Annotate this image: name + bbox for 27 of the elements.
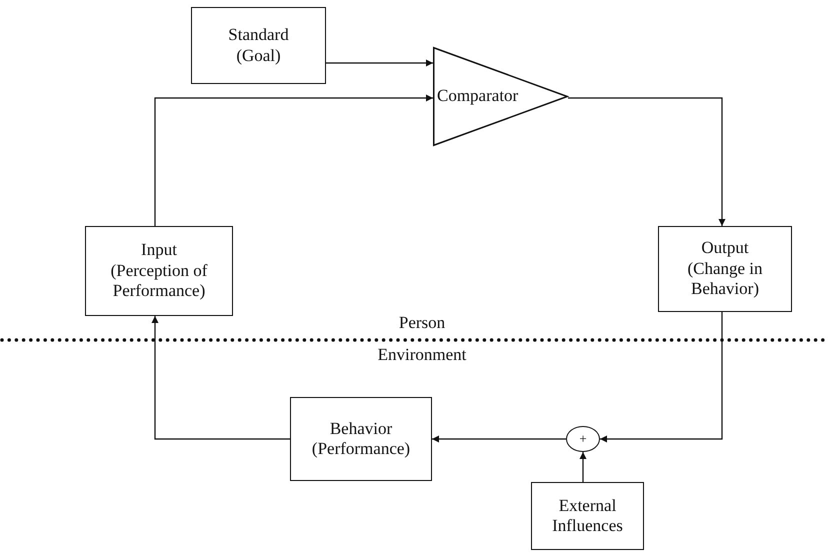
summing-junction <box>566 426 600 452</box>
comparator-triangle <box>433 47 568 146</box>
arrow <box>600 312 723 442</box>
node-text: (Performance) <box>312 439 410 460</box>
arrow <box>154 94 433 226</box>
node-text: (Perception of Performance) <box>110 260 208 302</box>
arrow <box>432 436 566 442</box>
node-text: + <box>579 431 587 447</box>
node-text: Behavior <box>330 418 392 439</box>
arrow <box>580 452 586 482</box>
process-box <box>531 482 644 550</box>
arrow <box>568 97 726 226</box>
node-text: Input <box>141 240 177 261</box>
node-text: (Goal) <box>236 46 281 66</box>
process-box <box>290 397 432 481</box>
arrow <box>152 316 290 440</box>
process-box <box>85 226 233 316</box>
region-label: Person <box>398 313 446 333</box>
node-text: Comparator <box>437 86 518 107</box>
arrow <box>326 60 433 66</box>
node-text: Standard <box>228 25 289 46</box>
standard-box <box>191 7 326 84</box>
node-text: Output <box>701 238 749 259</box>
region-label: Environment <box>378 345 466 365</box>
process-box <box>658 226 792 312</box>
node-text: (Change in Behavior) <box>686 258 764 300</box>
node-text: External Influences <box>551 496 624 536</box>
